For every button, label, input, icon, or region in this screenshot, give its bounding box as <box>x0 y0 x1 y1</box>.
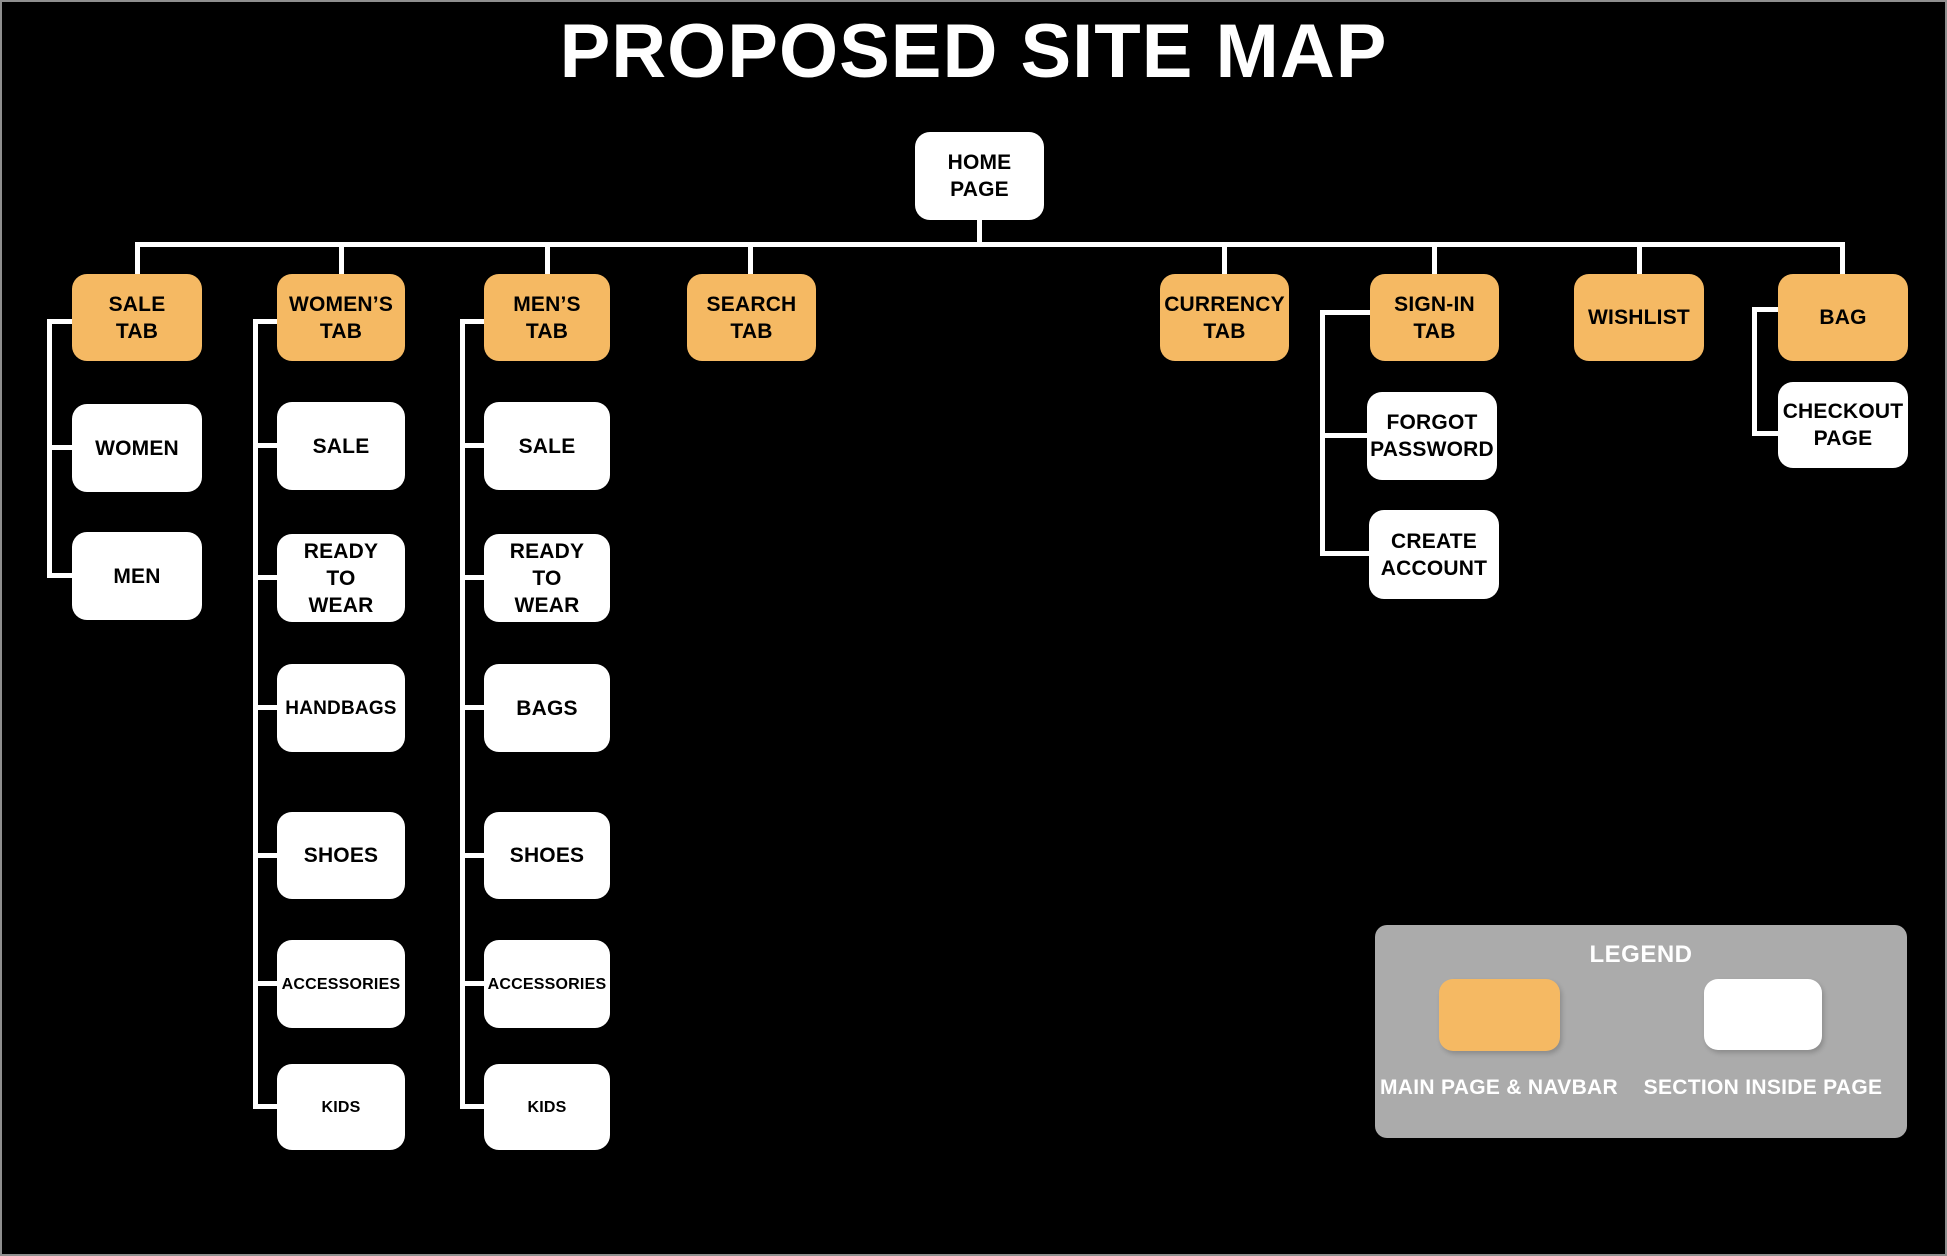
connector-line <box>465 981 484 986</box>
node-sale-tab: SALE TAB <box>72 274 202 361</box>
node-label: SALE TAB <box>108 292 166 343</box>
connector-line <box>339 247 344 274</box>
connector-line <box>47 319 52 578</box>
node-label: SHOES <box>509 844 585 867</box>
node-label: SEARCH TAB <box>706 292 797 343</box>
node-home-page: HOME PAGE <box>915 132 1044 220</box>
node-search-tab: SEARCH TAB <box>687 274 816 361</box>
connector-line <box>465 443 484 448</box>
connector-line <box>1757 307 1778 312</box>
connector-line <box>258 705 277 710</box>
node-label: CREATE ACCOUNT <box>1380 529 1488 580</box>
connector-line <box>465 319 484 324</box>
node-womens-tab: WOMEN’S TAB <box>277 274 405 361</box>
connector-line <box>465 705 484 710</box>
node-checkout-page: CHECKOUT PAGE <box>1778 382 1908 468</box>
connector-line <box>258 575 277 580</box>
connector-line <box>1222 247 1227 274</box>
connector-line <box>258 319 277 324</box>
connector-line <box>1432 247 1437 274</box>
legend-swatch-main-page <box>1439 979 1560 1051</box>
page-title: PROPOSED SITE MAP <box>559 9 1388 94</box>
connector-line <box>258 1104 277 1109</box>
node-label: MEN <box>113 564 161 588</box>
node-label: WOMEN <box>95 436 179 460</box>
legend-caption-section: SECTION INSIDE PAGE <box>1643 1076 1883 1099</box>
connector-line <box>135 242 1845 247</box>
node-label: FORGOT PASSWORD <box>1370 411 1494 461</box>
legend-title: LEGEND <box>1589 941 1693 968</box>
connector-line <box>1757 431 1778 436</box>
connector-line <box>1325 310 1370 315</box>
connector-line <box>52 573 72 578</box>
connector-line <box>748 247 753 274</box>
node-mens-accessories: ACCESSORIES <box>484 940 610 1028</box>
node-label: ACCESSORIES <box>281 975 401 993</box>
node-mens-tab: MEN’S TAB <box>484 274 610 361</box>
node-mens-ready-to-wear: READY TO WEAR <box>484 534 610 622</box>
connector-line <box>1325 551 1369 556</box>
node-mens-shoes: SHOES <box>484 812 610 899</box>
connector-line <box>1637 247 1642 274</box>
connector-line <box>465 575 484 580</box>
node-label: READY TO WEAR <box>303 539 379 617</box>
connector-line <box>465 853 484 858</box>
connector-line <box>135 247 140 274</box>
connector-line <box>465 1104 484 1109</box>
node-label: READY TO WEAR <box>509 539 585 617</box>
node-label: WISHLIST <box>1588 306 1690 329</box>
connector-line <box>258 853 277 858</box>
node-label: SIGN-IN TAB <box>1394 292 1475 343</box>
node-womens-handbags: HANDBAGS <box>277 664 405 752</box>
connector-line <box>1320 310 1325 556</box>
legend-panel: LEGEND MAIN PAGE & NAVBAR SECTION INSIDE… <box>1375 925 1907 1138</box>
connector-line <box>1840 247 1845 274</box>
node-label: HANDBAGS <box>285 697 397 719</box>
node-mens-sale: SALE <box>484 402 610 490</box>
node-label: MEN’S TAB <box>513 292 581 343</box>
node-sale-men: MEN <box>72 532 202 620</box>
connector-line <box>1325 433 1367 438</box>
node-label: SALE <box>518 434 576 458</box>
connector-line <box>1752 307 1757 436</box>
connector-line <box>545 247 550 274</box>
node-mens-kids: KIDS <box>484 1064 610 1150</box>
node-womens-kids: KIDS <box>277 1064 405 1150</box>
node-label: HOME PAGE <box>947 151 1012 201</box>
node-mens-bags: BAGS <box>484 664 610 752</box>
node-label: KIDS <box>527 1098 567 1116</box>
node-womens-sale: SALE <box>277 402 405 490</box>
node-create-account: CREATE ACCOUNT <box>1369 510 1499 599</box>
node-forgot-password: FORGOT PASSWORD <box>1367 392 1497 480</box>
node-womens-ready-to-wear: READY TO WEAR <box>277 534 405 622</box>
node-label: SHOES <box>303 844 379 867</box>
connector-line <box>253 319 258 1109</box>
connector-line <box>52 319 72 324</box>
node-womens-accessories: ACCESSORIES <box>277 940 405 1028</box>
node-bag-tab: BAG <box>1778 274 1908 361</box>
connector-line <box>258 443 277 448</box>
node-label: ACCESSORIES <box>487 975 607 993</box>
connector-line <box>258 981 277 986</box>
connector-line <box>52 445 72 450</box>
connector-line <box>460 319 465 1109</box>
node-wishlist-tab: WISHLIST <box>1574 274 1704 361</box>
node-womens-shoes: SHOES <box>277 812 405 899</box>
legend-swatch-section <box>1704 979 1822 1050</box>
node-label: BAG <box>1819 306 1867 329</box>
node-label: SALE <box>312 434 370 458</box>
node-label: KIDS <box>321 1098 361 1116</box>
node-sign-in-tab: SIGN-IN TAB <box>1370 274 1499 361</box>
node-label: CURRENCY TAB <box>1164 292 1285 343</box>
legend-caption-main-page: MAIN PAGE & NAVBAR <box>1380 1076 1618 1099</box>
node-label: BAGS <box>516 696 578 720</box>
connector-line <box>977 220 982 247</box>
node-label: CHECKOUT PAGE <box>1782 400 1904 450</box>
node-label: WOMEN’S TAB <box>288 292 394 343</box>
node-currency-tab: CURRENCY TAB <box>1160 274 1289 361</box>
node-sale-women: WOMEN <box>72 404 202 492</box>
